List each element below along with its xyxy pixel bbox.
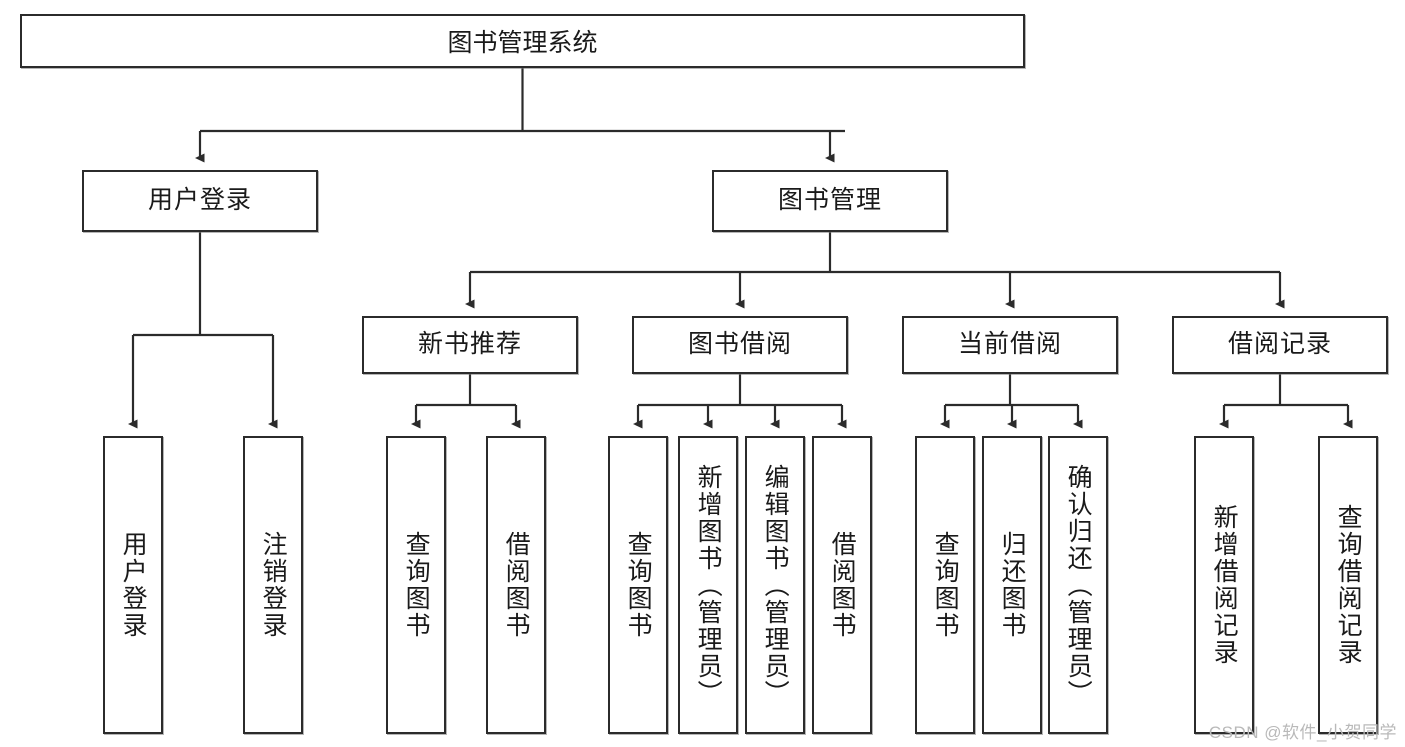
- node-book-manage[interactable]: 图书管理: [712, 170, 948, 232]
- node-leaf-return-book[interactable]: 归还图书: [982, 436, 1042, 734]
- watermark-label: CSDN @软件_小贺同学: [1208, 723, 1397, 742]
- node-leaf-borrow-book-2[interactable]: 借阅图书: [812, 436, 872, 734]
- node-leaf-borrow-book-1[interactable]: 借阅图书: [486, 436, 546, 734]
- node-leaf-confirm-return[interactable]: 确认归还（管理员）: [1048, 436, 1108, 734]
- node-current-borrow[interactable]: 当前借阅: [902, 316, 1118, 374]
- node-book-borrow[interactable]: 图书借阅: [632, 316, 848, 374]
- node-leaf-query-record[interactable]: 查询借阅记录: [1318, 436, 1378, 734]
- node-user-login[interactable]: 用户登录: [82, 170, 318, 232]
- node-leaf-query-book-1[interactable]: 查询图书: [386, 436, 446, 734]
- node-leaf-edit-book[interactable]: 编辑图书（管理员）: [745, 436, 805, 734]
- node-leaf-add-record[interactable]: 新增借阅记录: [1194, 436, 1254, 734]
- node-leaf-user-login[interactable]: 用户登录: [103, 436, 163, 734]
- node-borrow-record[interactable]: 借阅记录: [1172, 316, 1388, 374]
- node-leaf-logout[interactable]: 注销登录: [243, 436, 303, 734]
- node-new-book-rec[interactable]: 新书推荐: [362, 316, 578, 374]
- node-leaf-query-book-3[interactable]: 查询图书: [915, 436, 975, 734]
- node-root[interactable]: 图书管理系统: [20, 14, 1025, 68]
- node-leaf-query-book-2[interactable]: 查询图书: [608, 436, 668, 734]
- node-leaf-add-book[interactable]: 新增图书（管理员）: [678, 436, 738, 734]
